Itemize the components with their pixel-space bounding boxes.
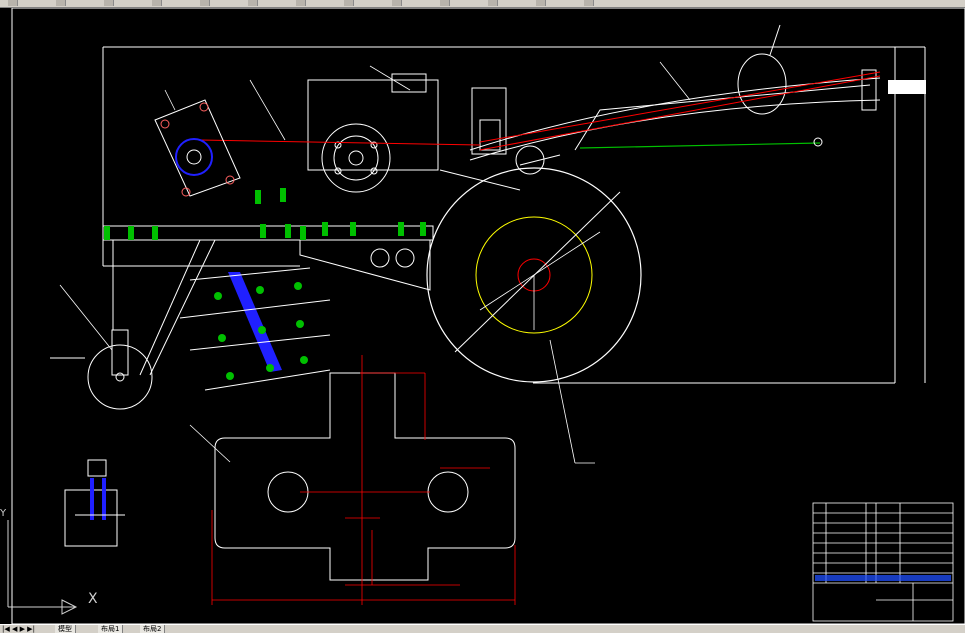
redo-icon[interactable] xyxy=(344,0,354,6)
ucs-x-label: X xyxy=(88,591,98,607)
open-icon[interactable] xyxy=(8,0,18,6)
drawing-border xyxy=(11,8,965,624)
match-icon[interactable] xyxy=(584,0,594,6)
save-icon[interactable] xyxy=(56,0,66,6)
depth-wheel xyxy=(50,329,153,410)
toolbar xyxy=(0,0,965,8)
layout-tab-bar: |◀ ◀ ▶ ▶| 模型 布局1 布局2 xyxy=(0,624,965,633)
zoom-icon[interactable] xyxy=(440,0,450,6)
cut-icon[interactable] xyxy=(152,0,162,6)
title-block-highlight xyxy=(815,575,951,581)
drawing-canvas[interactable] xyxy=(0,8,965,624)
throttle-cables xyxy=(199,71,881,151)
ucs-y-label: Y xyxy=(0,508,7,519)
paste-icon[interactable] xyxy=(248,0,258,6)
print-icon[interactable] xyxy=(104,0,114,6)
pan-icon[interactable] xyxy=(392,0,402,6)
properties-icon[interactable] xyxy=(536,0,546,6)
tab-layout1[interactable]: 布局1 xyxy=(98,625,124,633)
chassis xyxy=(102,225,434,330)
engine xyxy=(307,73,521,193)
ucs-icon xyxy=(7,520,78,615)
layer-icon[interactable] xyxy=(488,0,498,6)
tab-nav-arrows[interactable]: |◀ ◀ ▶ ▶| xyxy=(2,625,35,633)
drive-wheel xyxy=(426,167,642,383)
tiller-rotor xyxy=(139,239,331,391)
gearbox xyxy=(154,99,241,197)
copy-icon[interactable] xyxy=(200,0,210,6)
title-block xyxy=(812,502,954,622)
undo-icon[interactable] xyxy=(296,0,306,6)
tab-model[interactable]: 模型 xyxy=(55,625,76,633)
green-fasteners xyxy=(104,188,426,240)
tab-layout2[interactable]: 布局2 xyxy=(140,625,166,633)
clamp-detail xyxy=(64,459,125,547)
clutch-rod xyxy=(515,137,823,175)
label-box xyxy=(888,80,926,94)
leader-lines xyxy=(59,61,691,464)
cross-plate-dimensions xyxy=(211,355,516,605)
canvas-background xyxy=(0,8,965,624)
